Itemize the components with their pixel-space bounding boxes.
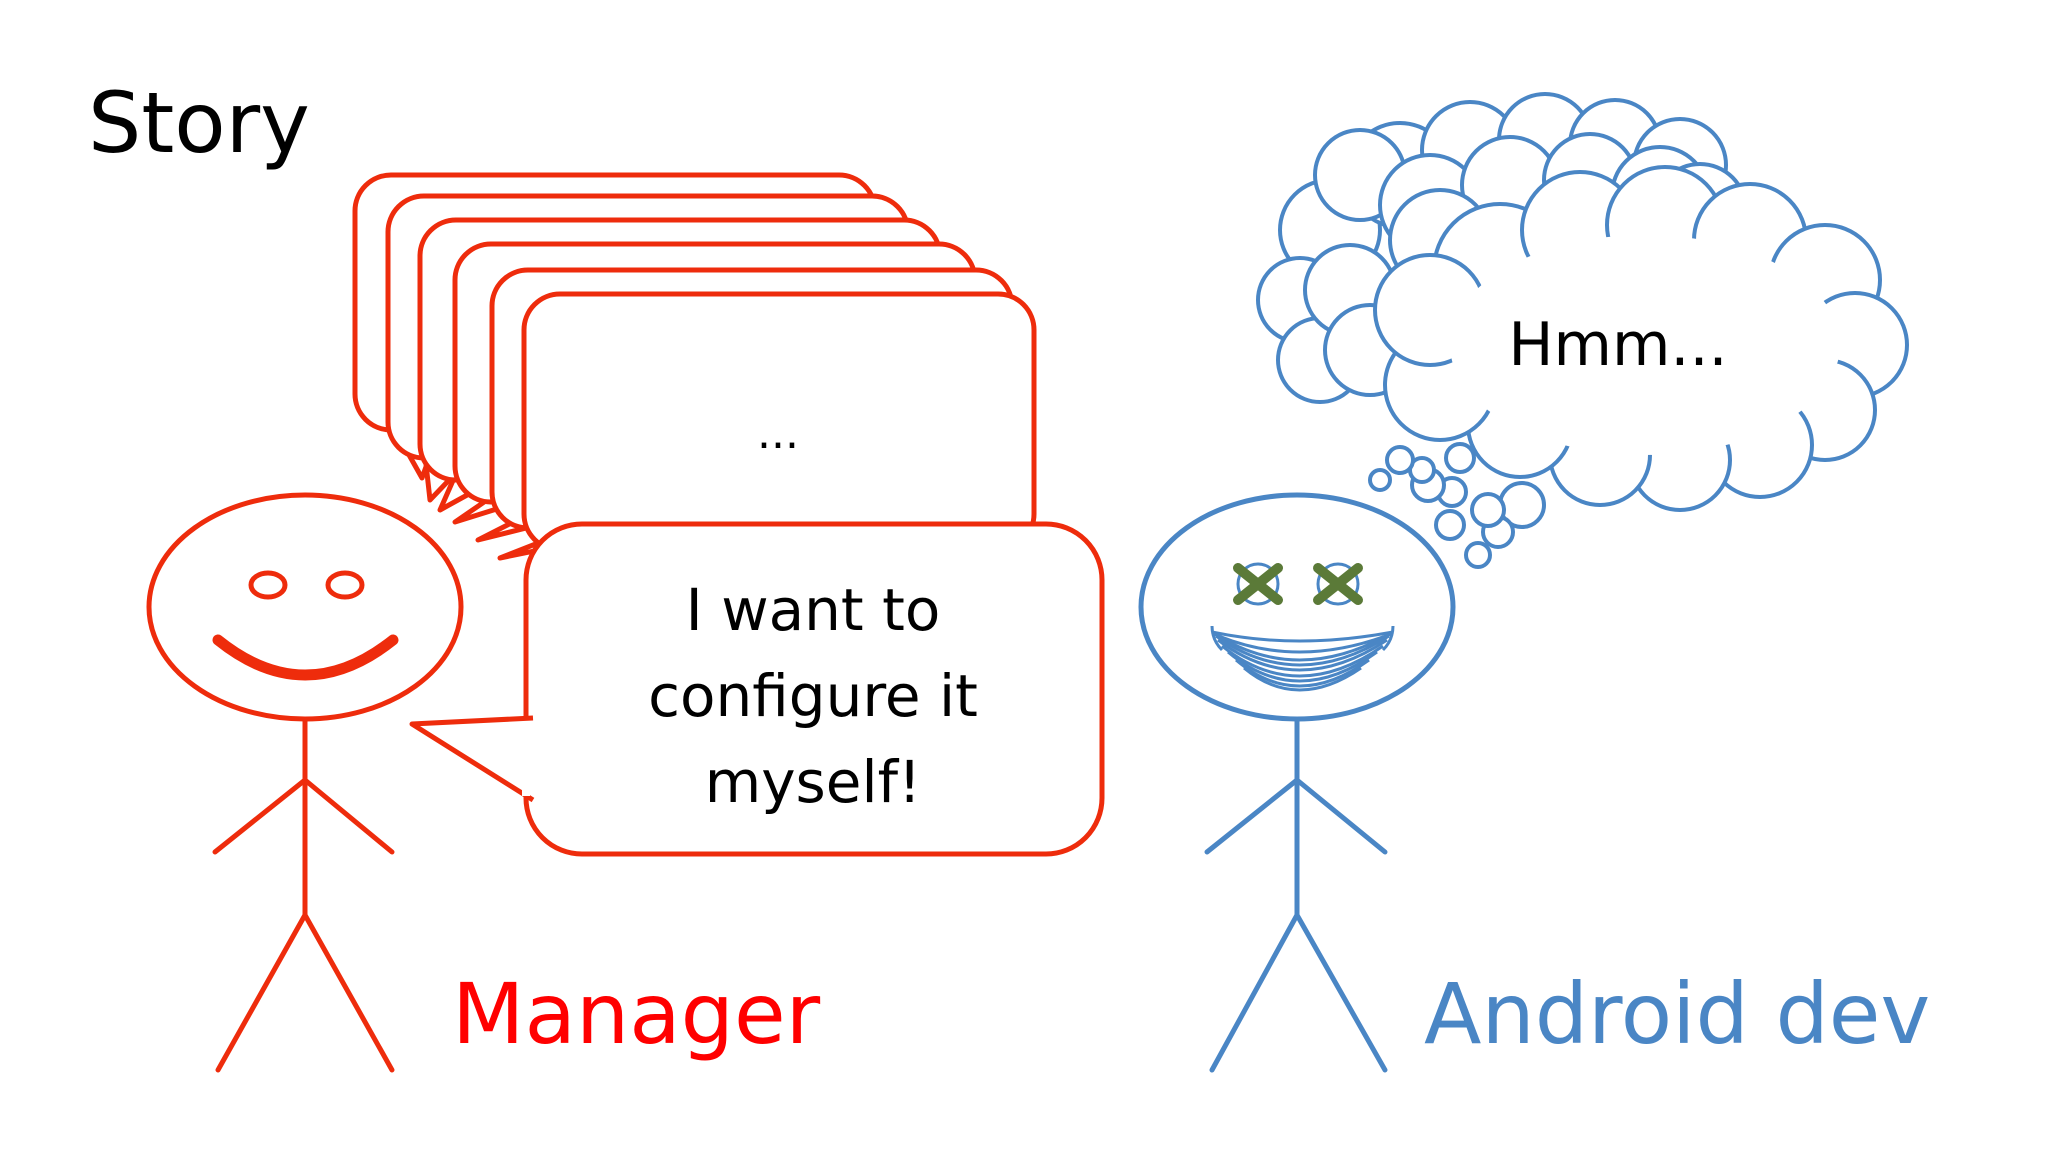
manager-head bbox=[146, 492, 464, 722]
dev-right-arm bbox=[1294, 777, 1388, 855]
thought-bubbles-trail bbox=[1368, 442, 1546, 569]
dev-mouth bbox=[1210, 625, 1395, 692]
thought-cloud-front bbox=[1373, 165, 1909, 512]
dev-left-leg bbox=[1209, 912, 1300, 1073]
slide-title: Story bbox=[88, 74, 310, 172]
manager-right-leg bbox=[302, 912, 395, 1073]
speech-bubble-back-text: ... bbox=[757, 408, 799, 459]
speech-line-3: myself! bbox=[705, 748, 922, 816]
manager-left-arm bbox=[212, 777, 308, 855]
android-dev-label: Android dev bbox=[1424, 965, 1930, 1063]
thought-cloud bbox=[1256, 92, 1909, 569]
speech-line-1: I want to bbox=[686, 576, 941, 644]
dev-left-arm bbox=[1204, 777, 1300, 855]
speech-bubble-main bbox=[409, 521, 1105, 857]
speech-line-2: configure it bbox=[648, 662, 978, 730]
speech-main-text: I want to configure it myself! bbox=[648, 576, 978, 816]
android-dev-figure bbox=[1138, 492, 1456, 1073]
manager-speech-stack: ... bbox=[352, 172, 1105, 857]
manager-label: Manager bbox=[452, 965, 821, 1063]
x-eye-icon bbox=[1313, 562, 1363, 606]
manager-left-leg bbox=[215, 912, 308, 1073]
manager-right-arm bbox=[302, 777, 395, 855]
thought-text: Hmm... bbox=[1508, 310, 1727, 380]
manager-smile bbox=[212, 634, 399, 681]
x-eye-icon bbox=[1233, 562, 1283, 606]
dev-right-leg bbox=[1294, 912, 1388, 1073]
dev-eyes bbox=[1233, 562, 1363, 606]
manager-figure bbox=[146, 492, 464, 1073]
manager-right-eye bbox=[325, 570, 365, 600]
manager-left-eye bbox=[248, 570, 288, 600]
